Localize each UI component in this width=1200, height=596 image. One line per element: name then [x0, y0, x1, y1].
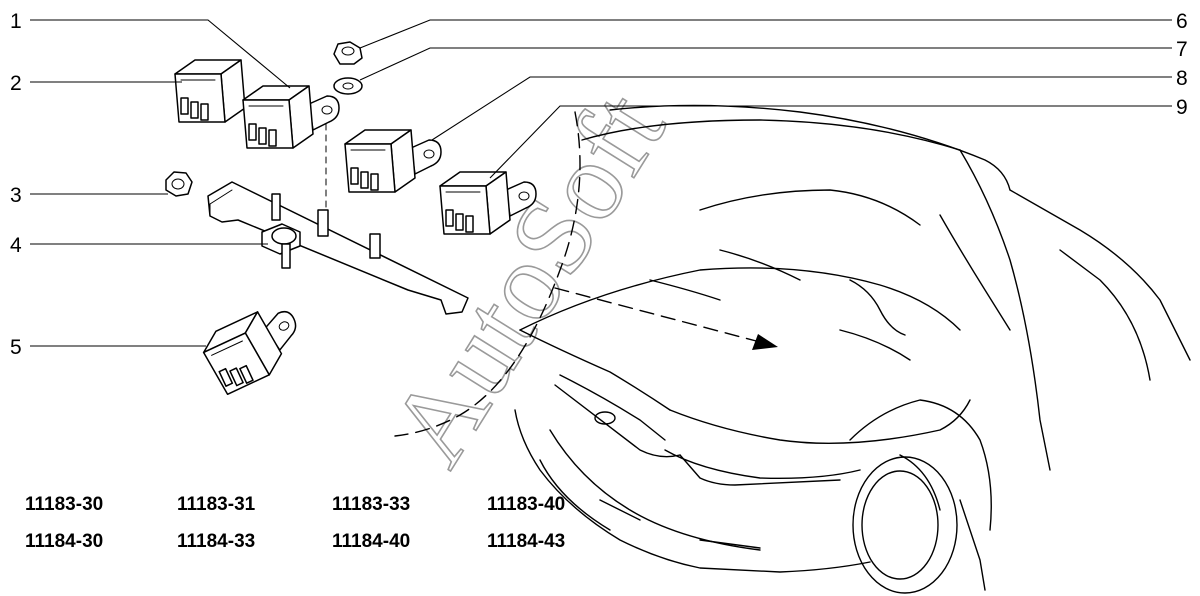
leader-lines [30, 19, 1172, 347]
callout-1: 1 [10, 10, 22, 33]
callout-numbers: 1 2 3 4 5 6 7 8 9 [10, 10, 1188, 359]
relay-5 [198, 299, 311, 396]
callout-9: 9 [1176, 96, 1188, 119]
callout-7: 7 [1176, 38, 1188, 61]
arrowhead [752, 334, 778, 350]
callout-4: 4 [10, 234, 22, 257]
nut-3 [165, 171, 193, 197]
callout-5: 5 [10, 336, 22, 359]
car-illustration [514, 104, 1191, 594]
model-code: 11184-33 [177, 531, 255, 552]
washer-7 [333, 77, 363, 95]
nut-6 [333, 41, 363, 65]
relay-2 [174, 59, 246, 123]
model-code: 11184-40 [332, 531, 410, 552]
callout-8: 8 [1176, 67, 1188, 90]
relay-1 [243, 86, 339, 148]
relay-bracket [207, 181, 469, 315]
callout-6: 6 [1176, 10, 1188, 33]
model-code: 11183-30 [25, 494, 103, 515]
model-code: 11184-43 [487, 531, 565, 552]
model-code: 11183-40 [487, 494, 565, 515]
model-codes: 11183-30 11183-31 11183-33 11183-40 1118… [25, 494, 565, 552]
callout-2: 2 [10, 72, 22, 95]
location-curve [394, 111, 581, 437]
model-code: 11184-30 [25, 531, 103, 552]
model-code: 11183-31 [177, 494, 256, 515]
model-code: 11183-33 [332, 494, 410, 515]
callout-3: 3 [10, 184, 22, 207]
location-arrow [554, 287, 761, 343]
relay-8 [345, 130, 441, 192]
